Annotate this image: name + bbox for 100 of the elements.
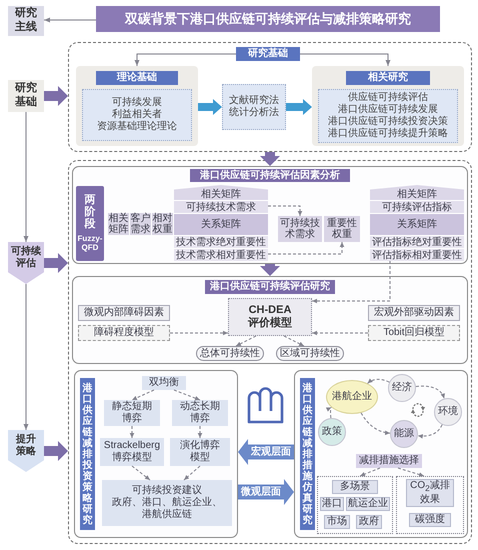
block-arrow [44,86,68,106]
dashed-arrow [312,260,390,304]
step-box: Strackelberg 博弈模型 [100,438,164,466]
dashed-arrow [268,242,344,254]
factor-circle: 能源 [390,420,418,448]
result-pill: 区域可持续性 [276,346,344,361]
method-name: 两阶段 [84,194,96,230]
list-item: 港口供应链可持续投资决策 [328,116,448,128]
matrix-row: 技术需求绝对重要性 [174,235,268,248]
model-box: 障碍程度模型 [78,325,170,341]
block-arrow [44,441,68,461]
matrix-cell: 可持续技术需求 [278,216,322,242]
tag-box: 航运企业 [346,497,390,511]
content-box [222,84,286,130]
matrix-column: 客户需求 [130,213,151,235]
result-pill: 总体可持续性 [196,346,264,361]
step-box: 静态短期博弈 [104,400,160,426]
matrix-row: 评估指标绝对重要性 [370,235,464,248]
dashed-arrow [326,406,332,419]
dashed-arrow [170,330,228,336]
step-box: 演化博弈模型 [170,438,230,466]
list-item: 统计分析法 [229,107,279,119]
dashed-arrow [360,468,380,476]
method-box [76,186,104,261]
matrix-cell: 重要性权重 [324,216,360,242]
list-item: 港口供应链可持续发展 [338,104,438,116]
edge-label: 宏观层面 [250,446,292,458]
dashed-arrow [367,378,390,384]
matrix-column: 相对权重 [152,213,173,235]
tag-box: 市场 [324,515,350,529]
panel [72,276,468,364]
arrow [24,284,28,430]
title-bar: 港口供应链可持续评估研究 [205,280,335,294]
factor-circle: 环境 [434,398,462,426]
factor-circle: 政策 [318,418,346,446]
tag-box: 政府 [356,515,382,529]
matrix-row: 评估指标相对重要性 [370,248,464,261]
matrix-row: 技术需求相对重要性 [174,248,268,261]
dashed-arrow [174,390,200,400]
factor-circle: 经济 [388,374,416,402]
factor-box: 微观内部障碍因素 [78,305,170,321]
list-item: 可持续发展 [112,97,162,108]
dashed-arrow [132,390,154,400]
matrix-block: 关系矩阵 [370,213,464,235]
step-box [102,480,232,526]
content-box [318,89,458,143]
dashed-arrow [130,426,134,438]
arrow [134,54,236,66]
section-tab: 相关研究 [346,71,430,85]
matrix-roof: 相关矩阵 [174,185,268,200]
dashed-arrow [360,412,391,435]
step-box: 双均衡 [142,376,186,390]
dashed-arrow [198,426,202,438]
matrix-block: 关系矩阵 [174,213,268,235]
panel [294,370,468,538]
arrow [300,54,390,66]
matrix-row: 可持续技术需求 [174,200,268,213]
body-text: 政府、港口、航运企业、港航供应链 [111,497,223,521]
model-box: Tobit回归模型 [368,325,460,341]
factor-box: 宏观外部驱动因素 [368,305,460,321]
stage-label: 研究主线 [8,6,44,36]
content-box [82,89,192,141]
heading-text: 可持续投资建议 [132,485,202,496]
list-item: 利益相关者 [112,109,162,120]
block-arrow [260,152,280,166]
dashed-arrow [284,336,304,346]
list-item: 供应链可持续评估 [348,92,428,104]
arrow [24,112,28,242]
list-item: 港口供应链可持续提升策略 [328,128,448,140]
dashed-arrow [132,466,150,480]
matrix-roof: 相关矩阵 [370,185,464,200]
method-name: Fuzzy-QFD [77,235,103,253]
panel [76,66,198,146]
block-arrow [286,99,312,115]
stage-label: 研究基础 [8,80,44,112]
dashed-arrow [312,330,368,336]
dashed-arrow [184,466,200,480]
matrix-column: 相关矩阵 [108,213,129,235]
vertical-header: 港口供应链减排投资策略研究 [80,378,95,530]
dashed-arrow [398,468,424,477]
tag-box: 港口 [320,497,344,511]
tag-box: 多场景 [332,480,378,494]
panel [72,166,468,264]
factor-circle: 港航企业 [326,380,378,414]
block-arrow [260,264,280,276]
dashed-container [68,42,472,152]
tag-box: 碳强度 [409,513,451,527]
title-bar: 港口供应链可持续评估因素分析 [190,169,350,182]
block-arrow [44,253,68,273]
title-bar: 双碳背景下港口供应链可持续评估与减排策略研究 [96,6,440,32]
dashed-arrow [236,336,256,346]
tag-box: CO$_{2}$减排效果 [406,479,454,507]
list-item: 资源基础理论理论 [97,121,177,133]
dashed-arrow [415,386,445,400]
section-tab: 理论基础 [96,71,178,85]
label-box: 减排措施选择 [356,454,422,468]
model-box: CH-DEA 评价模型 [228,298,312,336]
dotted-group [396,476,464,534]
block-arrow [198,99,222,115]
list-item: 文献研究法 [229,95,279,106]
